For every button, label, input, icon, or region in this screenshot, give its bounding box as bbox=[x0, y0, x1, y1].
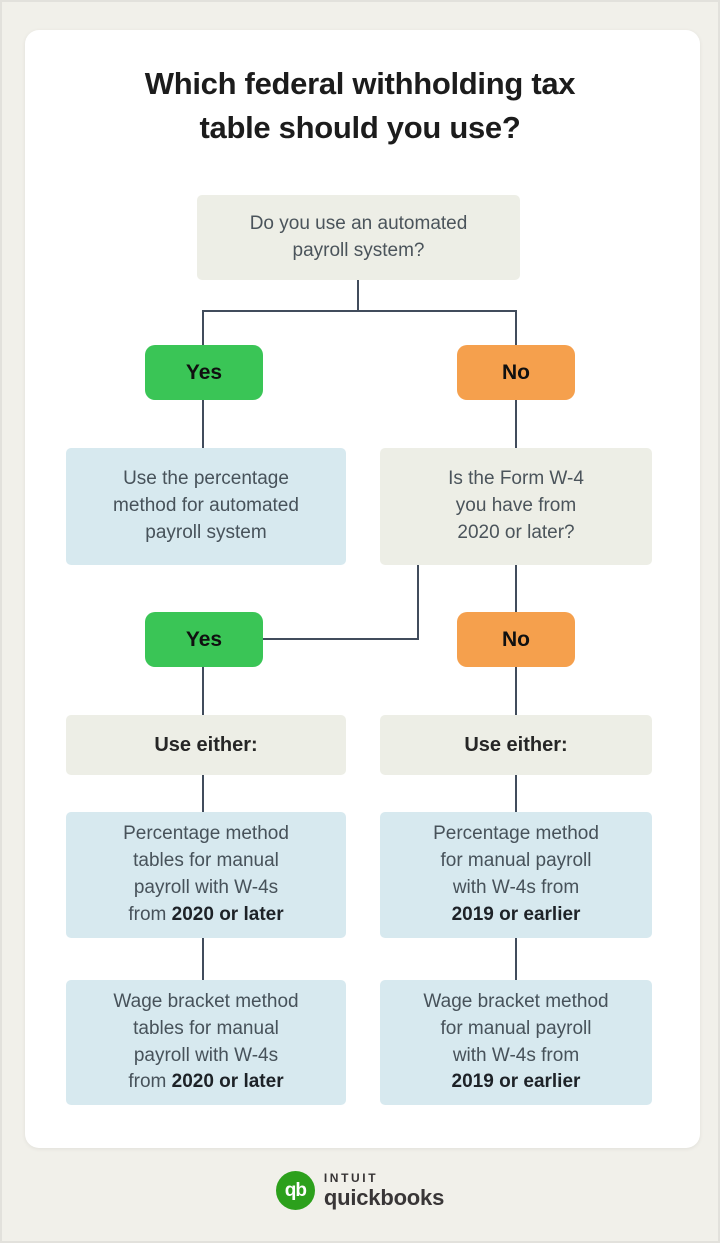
connector-use-either-left-down bbox=[202, 775, 204, 812]
connector-q2-elbow-vertical bbox=[417, 565, 419, 640]
intuit-wordmark: INTUIT bbox=[323, 1171, 379, 1186]
qb-icon: qb bbox=[275, 1171, 315, 1210]
node-question-automated-payroll: Do you use an automated payroll system? bbox=[197, 195, 520, 280]
no-label-2: No bbox=[457, 612, 575, 667]
connector-no1-q2 bbox=[515, 400, 517, 448]
node-percentage-manual-2020: Percentage method tables for manual payr… bbox=[66, 812, 346, 938]
connector-percentage-left-down bbox=[202, 938, 204, 980]
connector-yes2-use-either bbox=[202, 667, 204, 715]
connector-use-either-right-down bbox=[515, 775, 517, 812]
connector-yes1-result bbox=[202, 400, 204, 448]
connector-q1-down bbox=[357, 280, 359, 311]
connector-q2-elbow-horizontal bbox=[263, 638, 419, 640]
connector-no2-use-either bbox=[515, 667, 517, 715]
node-percentage-manual-2019: Percentage method for manual payroll wit… bbox=[380, 812, 652, 938]
node-use-either-left: Use either: bbox=[66, 715, 346, 775]
no-label-1: No bbox=[457, 345, 575, 400]
node-question-w4-year: Is the Form W-4 you have from 2020 or la… bbox=[380, 448, 652, 565]
quickbooks-wordmark: quickbooks bbox=[323, 1184, 445, 1210]
connector-branch1-horizontal bbox=[202, 310, 517, 312]
connector-branch1-no bbox=[515, 311, 517, 345]
yes-label-2: Yes bbox=[145, 612, 263, 667]
yes-label-1: Yes bbox=[145, 345, 263, 400]
node-result-percentage-automated: Use the percentage method for automated … bbox=[66, 448, 346, 565]
quickbooks-logo: qb INTUIT quickbooks bbox=[0, 1171, 720, 1210]
connector-q2-no bbox=[515, 565, 517, 612]
page-title: Which federal withholding tax table shou… bbox=[144, 66, 576, 146]
node-wage-bracket-2019: Wage bracket method for manual payroll w… bbox=[380, 980, 652, 1105]
node-use-either-right: Use either: bbox=[380, 715, 652, 775]
connector-percentage-right-down bbox=[515, 938, 517, 980]
connector-branch1-yes bbox=[202, 311, 204, 345]
node-wage-bracket-2020: Wage bracket method tables for manual pa… bbox=[66, 980, 346, 1105]
